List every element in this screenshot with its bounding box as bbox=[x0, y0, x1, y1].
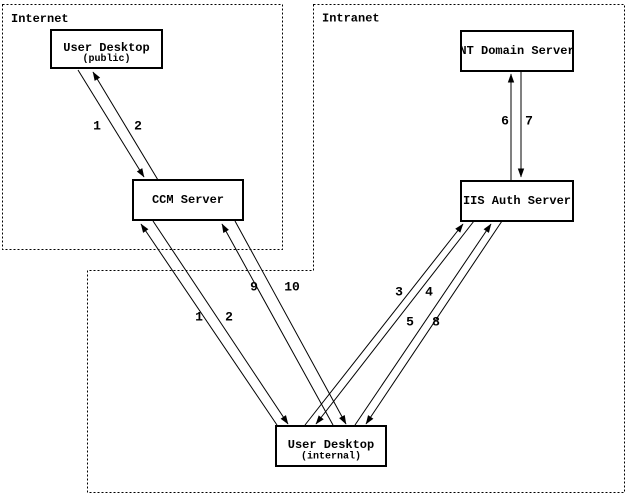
user-desktop-internal-subtitle: (internal) bbox=[301, 451, 361, 463]
nt-domain-server-box bbox=[460, 30, 574, 72]
nt-domain-server-title: NT Domain Server bbox=[459, 44, 574, 58]
flow-step-labels: 1 2 1 2 9 10 3 4 5 8 6 7 bbox=[93, 114, 533, 330]
flow-label-step-5: 5 bbox=[406, 315, 414, 330]
arrow-8-iis-to-internal-desktop bbox=[365, 220, 503, 425]
flow-label-step-8: 8 bbox=[432, 315, 440, 330]
internet-zone-outline bbox=[2, 4, 283, 250]
node-ccm-server: CCM Server bbox=[132, 179, 244, 221]
user-desktop-public-box bbox=[50, 29, 163, 69]
intranet-zone-outline bbox=[87, 4, 625, 493]
ccm-server-box bbox=[132, 179, 244, 221]
arrow-2-ccm-to-internal-desktop bbox=[152, 220, 289, 425]
arrow-5-internal-desktop-to-iis bbox=[354, 223, 492, 426]
iis-auth-server-box bbox=[460, 180, 574, 222]
flow-label-step-9: 9 bbox=[250, 280, 258, 295]
internet-zone-label: Internet bbox=[11, 12, 69, 26]
user-desktop-internal-box bbox=[275, 425, 387, 467]
node-nt-domain-server: NT Domain Server bbox=[459, 30, 575, 72]
flow-label-step-1-internal: 1 bbox=[195, 310, 203, 325]
flow-label-step-10: 10 bbox=[284, 280, 300, 295]
arrow-4-iis-to-internal-desktop bbox=[315, 220, 475, 425]
intranet-zone-label: Intranet bbox=[322, 12, 380, 26]
arrow-1-internal-desktop-to-ccm bbox=[140, 223, 278, 426]
flow-label-step-3: 3 bbox=[395, 285, 403, 300]
user-desktop-internal-title: User Desktop bbox=[288, 438, 374, 452]
arrow-9-internal-desktop-to-ccm bbox=[221, 223, 334, 426]
flow-label-step-6: 6 bbox=[501, 114, 509, 129]
node-user-desktop-public: User Desktop (public) bbox=[50, 29, 163, 69]
flow-label-step-1-public: 1 bbox=[93, 119, 101, 134]
arrow-3-internal-desktop-to-iis bbox=[304, 223, 464, 426]
node-user-desktop-internal: User Desktop (internal) bbox=[275, 425, 387, 467]
user-desktop-public-subtitle: (public) bbox=[82, 53, 130, 65]
flow-label-step-2-internal: 2 bbox=[225, 310, 233, 325]
arrow-10-ccm-to-internal-desktop bbox=[234, 220, 347, 425]
flow-label-step-2-public: 2 bbox=[134, 119, 142, 134]
ccm-server-title: CCM Server bbox=[152, 193, 224, 207]
flow-arrows bbox=[77, 69, 525, 426]
flow-label-step-4: 4 bbox=[425, 285, 433, 300]
user-desktop-public-title: User Desktop bbox=[63, 41, 149, 55]
node-iis-auth-server: IIS Auth Server bbox=[460, 180, 574, 222]
arrow-1-public-desktop-to-ccm bbox=[77, 69, 145, 178]
flow-label-step-7: 7 bbox=[525, 114, 533, 129]
iis-auth-server-title: IIS Auth Server bbox=[463, 194, 571, 208]
arrow-2-ccm-to-public-desktop bbox=[92, 71, 159, 181]
